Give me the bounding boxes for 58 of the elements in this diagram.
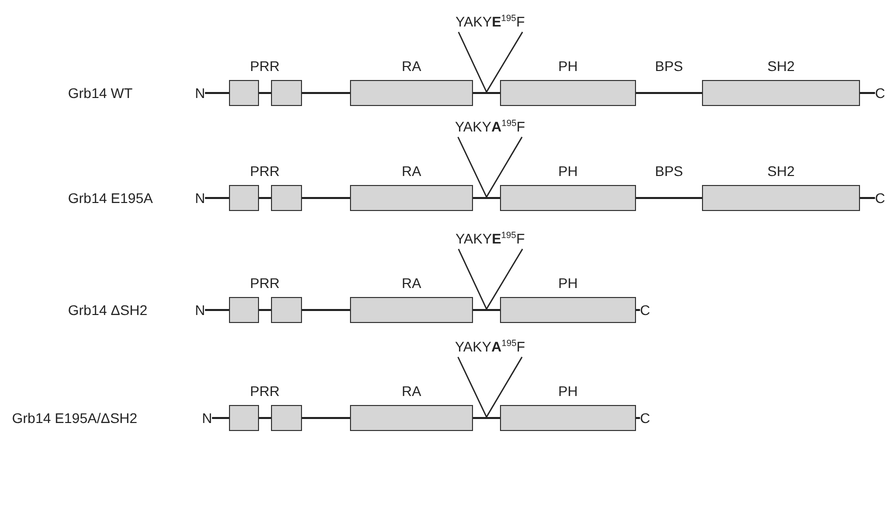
domain-name: RA bbox=[402, 163, 422, 179]
domain-name: PH bbox=[558, 383, 578, 399]
domain-name: PRR bbox=[250, 383, 280, 399]
domain-name: PRR bbox=[250, 275, 280, 291]
leader-line bbox=[486, 248, 524, 310]
leader-line bbox=[486, 356, 523, 418]
construct-name: Grb14 E195A bbox=[68, 190, 153, 206]
mutation-sequence: YAKYA$^{195}$F bbox=[455, 335, 526, 355]
terminus-label: C bbox=[875, 85, 886, 101]
protein-backbone-line bbox=[212, 417, 229, 419]
leader-line bbox=[457, 136, 488, 198]
domain-name: RA bbox=[402, 383, 422, 399]
protein-backbone-line bbox=[302, 92, 350, 94]
protein-backbone-line bbox=[636, 417, 640, 419]
domain-name: PH bbox=[558, 163, 578, 179]
domain-name: PH bbox=[558, 275, 578, 291]
domain-name: PH bbox=[558, 58, 578, 74]
protein-backbone-line bbox=[205, 92, 229, 94]
leader-line bbox=[486, 32, 524, 92]
protein-backbone-line bbox=[259, 92, 271, 94]
protein-backbone-line bbox=[205, 309, 229, 311]
construct-name: Grb14 E195A/ΔSH2 bbox=[12, 410, 138, 426]
protein-backbone-line bbox=[860, 92, 875, 94]
protein-backbone-line bbox=[205, 197, 229, 199]
protein-backbone-line bbox=[302, 197, 350, 199]
edge-label: BPS bbox=[655, 58, 684, 74]
mutation-sequence: YAKYE$^{195}$F bbox=[456, 227, 525, 247]
domain-name: PRR bbox=[250, 163, 280, 179]
domain-name: PRR bbox=[250, 58, 280, 74]
terminus-label: N bbox=[195, 302, 206, 318]
mutation-sequence: YAKYA$^{195}$F bbox=[455, 115, 526, 135]
leader-line bbox=[486, 136, 523, 198]
terminus-label: C bbox=[640, 302, 650, 318]
mutation-sequence: YAKYE$^{195}$F bbox=[456, 10, 525, 30]
domain-name: RA bbox=[402, 58, 422, 74]
protein-backbone-line bbox=[302, 417, 350, 419]
leader-line bbox=[458, 248, 488, 310]
protein-backbone-line bbox=[259, 417, 271, 419]
terminus-label: C bbox=[640, 410, 650, 426]
protein-backbone-line bbox=[860, 197, 875, 199]
protein-backbone-line bbox=[636, 92, 702, 94]
construct-name: Grb14 WT bbox=[68, 85, 133, 101]
terminus-label: N bbox=[202, 410, 212, 426]
terminus-label: N bbox=[195, 190, 206, 206]
terminus-label: N bbox=[195, 85, 206, 101]
edge-label: BPS bbox=[655, 163, 684, 179]
domain-name: RA bbox=[402, 275, 422, 291]
domain-name: SH2 bbox=[767, 163, 795, 179]
terminus-label: C bbox=[875, 190, 886, 206]
protein-backbone-line bbox=[636, 309, 640, 311]
protein-backbone-line bbox=[259, 197, 271, 199]
protein-backbone-line bbox=[259, 309, 271, 311]
domain-name: SH2 bbox=[767, 58, 795, 74]
leader-line bbox=[458, 32, 488, 92]
protein-backbone-line bbox=[636, 197, 702, 199]
protein-backbone-line bbox=[302, 309, 350, 311]
leader-line bbox=[457, 356, 488, 418]
construct-name: Grb14 ΔSH2 bbox=[68, 302, 148, 318]
